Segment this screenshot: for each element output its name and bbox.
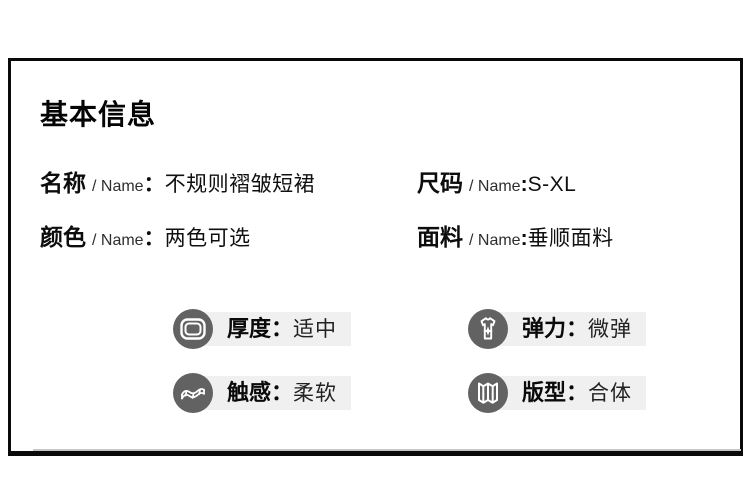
badge-pill: 版型：合体 [488,376,647,410]
badge-pill: 触感：柔软 [193,376,352,410]
info-card-frame [8,58,743,456]
section-title: 基本信息 [40,99,157,130]
elastic-tshirt-icon [468,309,508,349]
field-sublabel: / Name [92,178,144,195]
bottom-divider-line [33,449,741,451]
field-sublabel: / Name [469,178,521,195]
badge-label: 弹力 [522,316,567,341]
badge-value: 柔软 [293,382,338,405]
field-label: 名称 [40,170,86,196]
field-colon: ： [143,173,165,196]
field-value: 不规则褶皱短裙 [164,173,316,196]
field-sublabel: / Name [92,232,144,249]
field-value: S-XL [527,173,577,196]
field-colon: : [520,227,528,250]
badge-colon: ： [566,316,589,341]
field-label: 面料 [417,224,463,250]
field-label: 尺码 [417,170,463,196]
field-colon: ： [143,227,165,250]
fabric-thickness-icon [173,309,213,349]
info-row-color: 颜色 / Name：两色可选 [40,221,251,257]
badge-value: 合体 [588,382,633,405]
badge-pill: 厚度：适中 [193,312,352,346]
info-row-name: 名称 / Name：不规则褶皱短裙 [40,167,315,203]
badge-pill: 弹力：微弹 [488,312,647,346]
badge-colon: ： [271,316,294,341]
badge-value: 适中 [293,318,338,341]
badge-label: 版型 [522,380,567,405]
badge-colon: ： [271,380,294,405]
badge-label: 触感 [227,380,272,405]
badge-colon: ： [566,380,589,405]
soft-touch-fabric-icon [173,373,213,413]
info-row-size: 尺码 / Name:S-XL [417,167,576,203]
field-label: 颜色 [40,224,86,250]
info-row-fabric: 面料 / Name:垂顺面料 [417,221,614,257]
field-sublabel: / Name [469,232,521,249]
badge-value: 微弹 [588,318,633,341]
field-value: 两色可选 [164,227,251,250]
field-value: 垂顺面料 [527,227,614,250]
field-colon: : [520,173,528,196]
badge-label: 厚度 [227,316,272,341]
fit-pattern-map-icon [468,373,508,413]
